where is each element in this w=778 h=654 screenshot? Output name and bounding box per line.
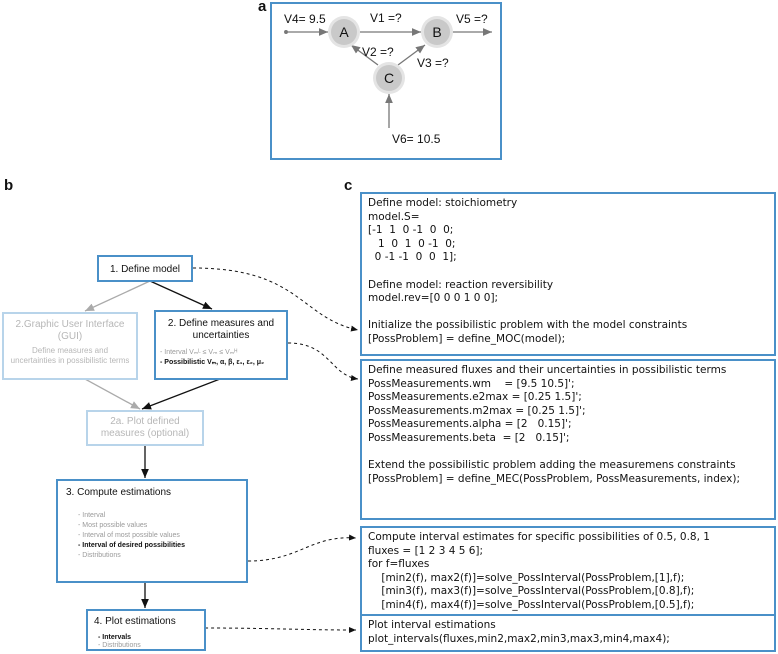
step-plot-estimations: 4. Plot estimations - Intervals - Distri… [86,609,206,651]
code1-line-3: [-1 1 0 -1 0 0; [368,224,454,237]
step-compute-title: 3. Compute estimations [66,487,172,498]
label-v1: V1 =? [370,11,402,25]
code1-line-4: 1 0 1 0 -1 0; [368,237,456,250]
link-compute-code [247,534,357,562]
panel-label-a: a [258,0,267,15]
step-define-model-label: 1. Define model [109,264,181,275]
arrow-gui-to-plotdefined [84,378,141,410]
measures-item-possibilistic: - Possibilistic Vₘ, α, β, ε₁, ε₂, μ₂ [160,359,265,366]
code-block-1: Define model: stoichiometry model.S= [-1… [360,192,776,356]
code2-line-8: Extend the possibilistic problem adding … [368,459,736,472]
compute-item-4: - Interval of desired possibilities [78,542,185,549]
label-v4: V4= 9.5 [284,12,326,26]
arrow-define-to-gui [84,280,151,312]
arrow-define-to-measures [149,280,213,310]
code2-line-4: PossMeasurements.m2max = [0.25 1.5]'; [368,404,586,417]
code1-line-8: model.rev=[0 0 0 1 0 0]; [368,292,499,305]
code1-line-5: 0 -1 -1 0 0 1]; [368,251,457,264]
code-block-4: Plot interval estimations plot_intervals… [360,614,776,652]
code3-line-5: [min3(f), max3(f)]=solve_PossInterval(Po… [368,585,695,598]
step-gui-title: 2.Graphic User Interface (GUI) [15,319,125,342]
node-b: B [424,19,450,45]
step-gui-description: Define measures and uncertainties in pos… [10,346,130,365]
code1-line-2: model.S= [368,210,420,223]
plot-item-intervals: - Intervals [98,634,132,641]
code2-line-6: PossMeasurements.beta = [2 0.15]'; [368,432,570,444]
code1-line-1: Define model: stoichiometry [368,197,518,209]
code1-line-11: [PossProblem] = define_MOC(model); [368,333,566,345]
code3-line-1: Compute interval estimates for specific … [368,531,710,543]
code-block-3: Compute interval estimates for specific … [360,526,776,631]
node-a: A [331,19,357,45]
link-measures-code [287,342,359,381]
step-define-model: 1. Define model [97,255,193,282]
step-plot-estimations-title: 4. Plot estimations [94,616,176,627]
label-v5: V5 =? [456,12,488,26]
link-plot-code [204,626,357,633]
code1-line-10: Initialize the possibilistic problem wit… [368,319,688,332]
code2-line-1: Define measured fluxes and their uncerta… [368,364,727,376]
code4-line-2: plot_intervals(fluxes,min2,max2,min3,max… [368,632,670,645]
code3-line-2: fluxes = [1 2 3 4 5 6]; [368,544,484,557]
code2-line-3: PossMeasurements.e2max = [0.25 1.5]'; [368,391,582,404]
compute-item-5: - Distributions [78,552,121,559]
code-block-2: Define measured fluxes and their uncerta… [360,359,776,520]
edge-v3 [397,44,426,66]
code3-line-4: [min2(f), max2(f)]=solve_PossInterval(Po… [368,571,685,584]
compute-item-2: - Most possible values [78,522,148,529]
code1-line-7: Define model: reaction reversibility [368,278,554,291]
step-plot-defined-label: 2a. Plot defined measures (optional) [100,416,190,439]
edge-v2 [350,44,379,66]
code2-line-9: [PossProblem] = define_MEC(PossProblem, … [368,472,740,485]
step-compute: 3. Compute estimations - Interval - Most… [56,479,248,583]
label-v3: V3 =? [417,56,449,70]
code4-line-1: Plot interval estimations [368,619,496,631]
step-define-measures: 2. Define measures and uncertainties - I… [154,310,288,380]
panel-label-b: b [4,177,14,194]
code3-line-3: for f=fluxes [368,558,430,571]
label-v2: V2 =? [362,45,394,59]
code3-line-6: [min4(f), max4(f)]=solve_PossInterval(Po… [368,599,695,611]
measures-item-interval: - Interval Vₘᴸ ≤ Vₘ ≤ Vₘᴴ [160,349,238,356]
panel-label-c: c [344,177,353,194]
compute-item-3: - Interval of most possible values [78,532,180,539]
code2-line-2: PossMeasurements.wm = [9.5 10.5]'; [368,377,575,390]
node-c: C [376,65,402,91]
step-gui: 2.Graphic User Interface (GUI) Define me… [2,312,138,380]
compute-item-1: - Interval [78,512,106,519]
label-v6: V6= 10.5 [392,132,441,146]
arrow-measures-to-plotdefined [141,378,221,410]
step-define-measures-title: 2. Define measures and uncertainties [167,318,275,341]
plot-item-distributions: - Distributions [98,642,141,649]
code2-line-5: PossMeasurements.alpha = [2 0.15]'; [368,418,572,431]
step-plot-defined: 2a. Plot defined measures (optional) [86,410,204,446]
